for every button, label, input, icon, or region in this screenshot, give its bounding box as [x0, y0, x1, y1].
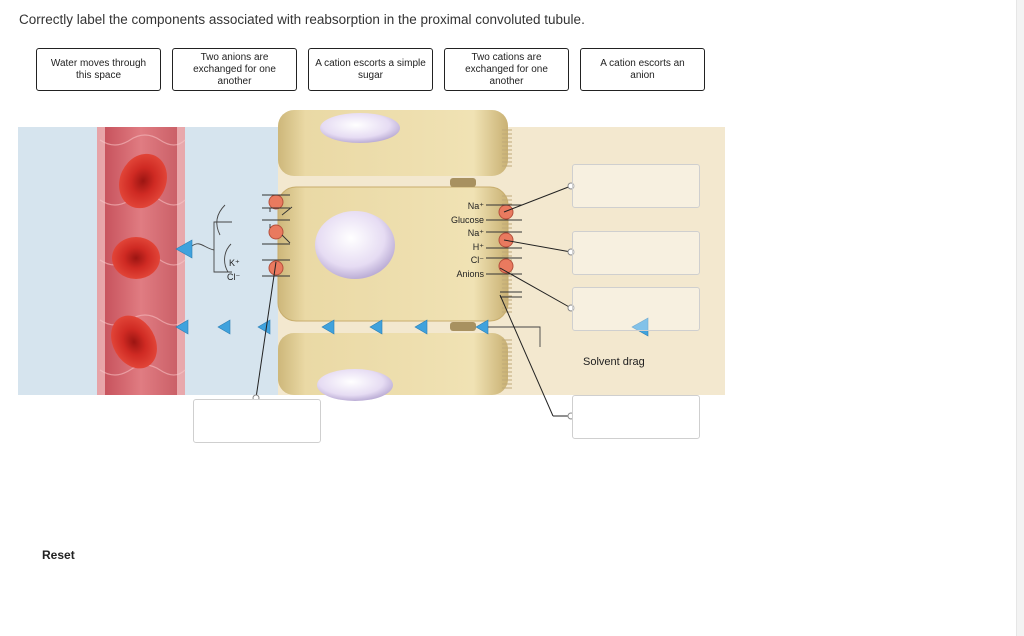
solvent-drag-label: Solvent drag [583, 356, 645, 368]
transporter-circle [268, 224, 284, 240]
ion-label-k: K⁺ [229, 258, 240, 268]
label-tile-cation-sugar[interactable]: A cation escorts a simple sugar [308, 48, 433, 91]
red-blood-cell [119, 153, 167, 209]
drop-zone-5[interactable] [193, 399, 321, 443]
label-tile-cation-exchange[interactable]: Two cations are exchanged for one anothe… [444, 48, 569, 91]
nucleus [315, 211, 395, 279]
tight-junction [450, 322, 476, 331]
label-tile-water-space[interactable]: Water moves through this space [36, 48, 161, 91]
drop-zone-3[interactable] [572, 287, 700, 331]
drop-zone-2[interactable] [572, 231, 700, 275]
ion-label-glucose: Glucose [451, 215, 484, 225]
red-blood-cell [112, 237, 160, 279]
ion-label-anions: Anions [456, 269, 484, 279]
nucleus [320, 113, 400, 143]
ion-label-na: Na⁺ [468, 228, 485, 238]
transporter-circle [498, 204, 514, 220]
ion-label-cl-basolateral: Cl⁻ [227, 272, 240, 282]
drop-zone-1[interactable] [572, 164, 700, 208]
scrollbar[interactable] [1016, 0, 1024, 636]
transporter-circle [268, 194, 284, 210]
tubule-cell-bottom [278, 333, 508, 395]
question-text: Correctly label the components associate… [19, 12, 585, 27]
label-tile-cation-anion[interactable]: A cation escorts an anion [580, 48, 705, 91]
ion-label-na-top: Na⁺ [468, 201, 485, 211]
label-tile-anion-exchange[interactable]: Two anions are exchanged for one another [172, 48, 297, 91]
tight-junction [450, 178, 476, 187]
ion-label-cl-apical: Cl⁻ [471, 255, 484, 265]
transporter-circle [268, 260, 284, 276]
red-blood-cell [111, 315, 157, 369]
reset-button[interactable]: Reset [42, 548, 75, 562]
ion-label-h: H⁺ [473, 242, 484, 252]
nucleus [317, 369, 393, 401]
drop-zone-4[interactable] [572, 395, 700, 439]
